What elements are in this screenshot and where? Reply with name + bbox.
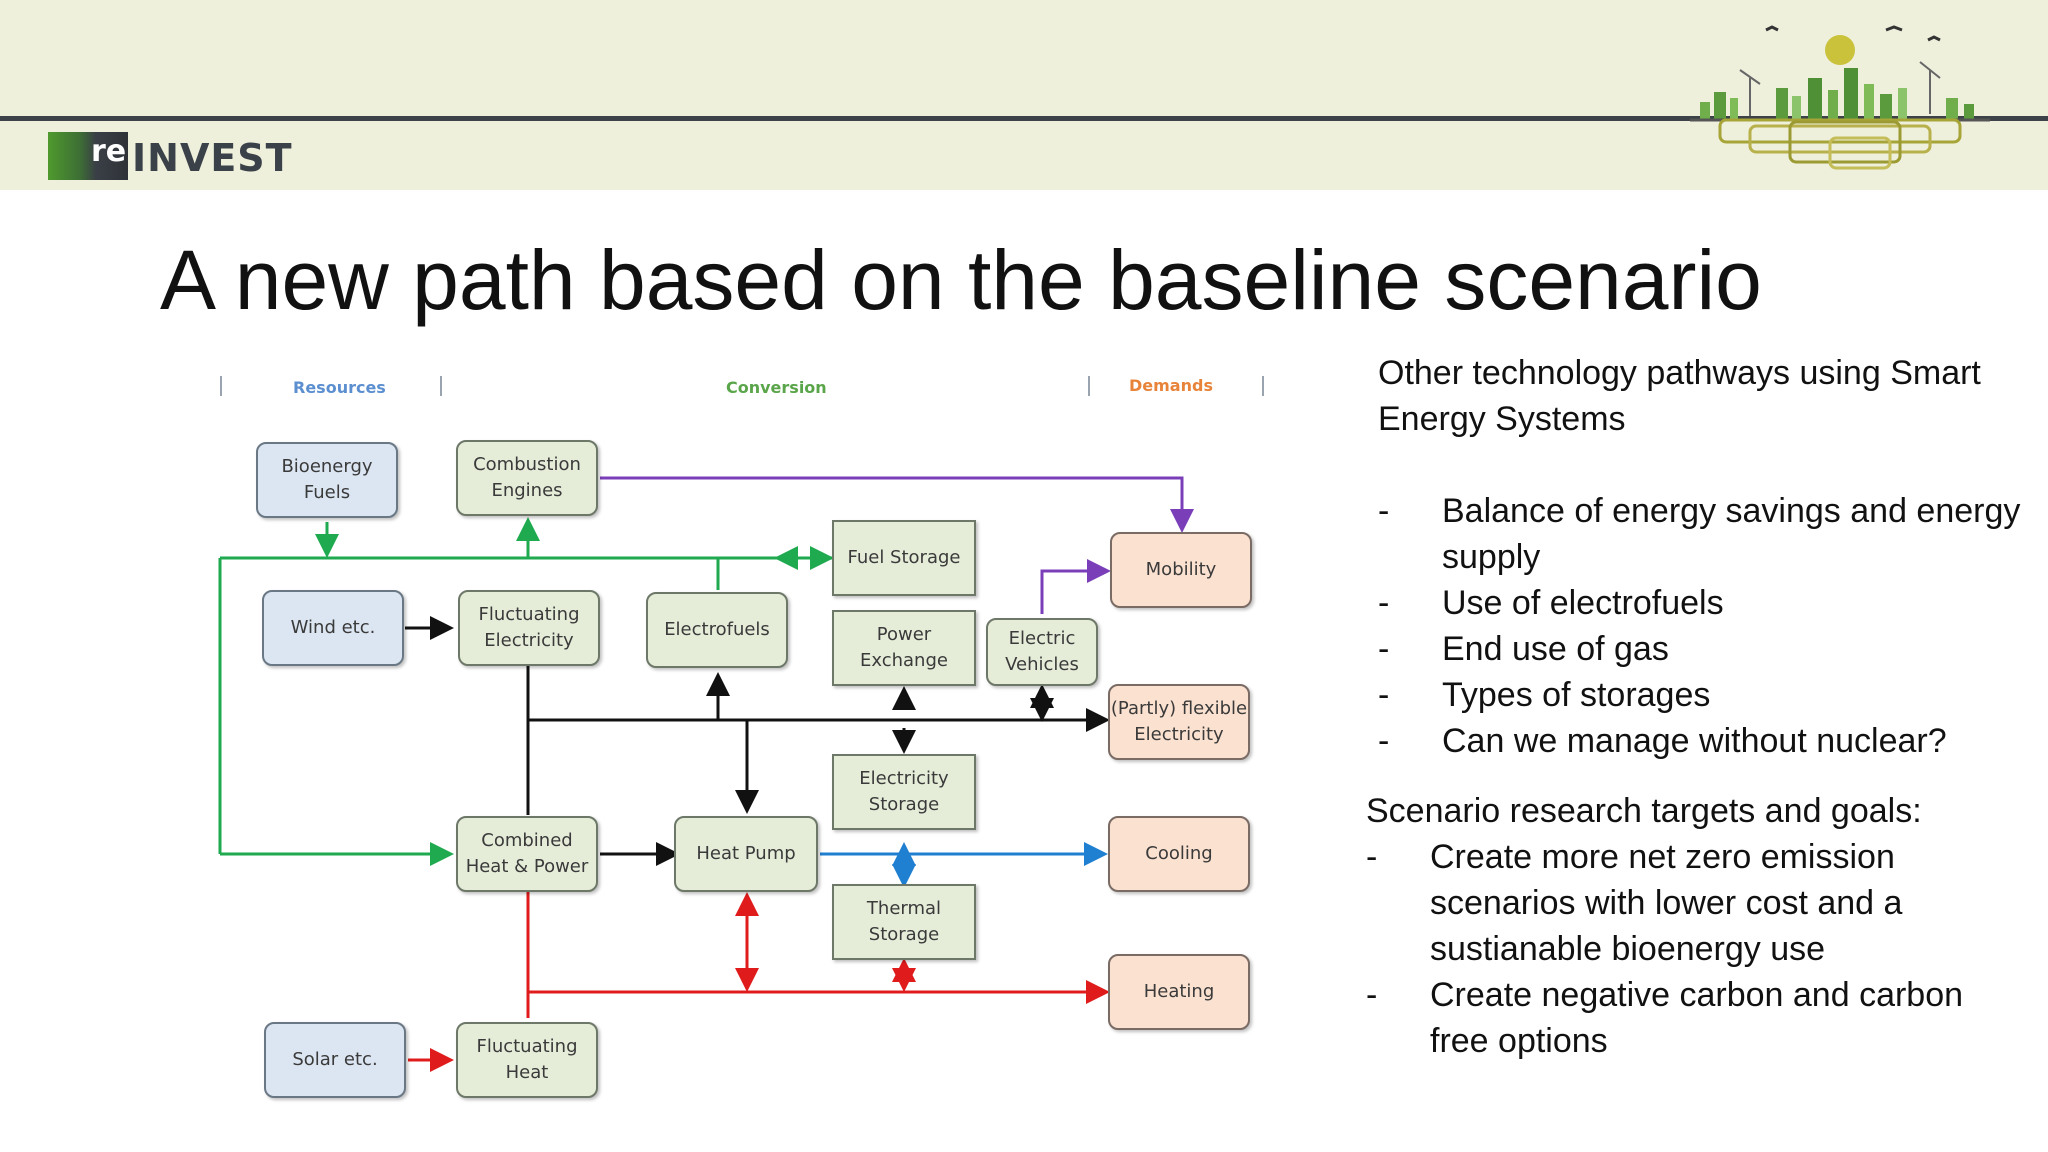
- list-dash: -: [1378, 722, 1390, 760]
- page-title: A new path based on the baseline scenari…: [160, 233, 1762, 327]
- list-dash: -: [1378, 630, 1390, 668]
- node-fluctuating-electricity: Fluctuating Electricity: [458, 590, 600, 666]
- node-heat-pump: Heat Pump: [674, 816, 818, 892]
- node-power-exchange: Power Exchange: [832, 610, 976, 686]
- list-item-text: End use of gas: [1442, 630, 1669, 668]
- list-item-text: Types of storages: [1442, 676, 1711, 714]
- list-item-text: Use of electrofuels: [1442, 584, 1724, 622]
- list-item: - Use of electrofuels: [1378, 580, 2046, 626]
- node-solar: Solar etc.: [264, 1022, 406, 1098]
- column-divider: [1262, 376, 1264, 396]
- energy-system-diagram: Resources Conversion Demands Bioenergy F…: [200, 360, 1300, 1120]
- node-bioenergy-fuels: Bioenergy Fuels: [256, 442, 398, 518]
- list-dash: -: [1378, 584, 1390, 622]
- column-divider: [220, 376, 222, 396]
- intro-text: Other technology pathways using Smart En…: [1378, 354, 1981, 438]
- header-rule: [0, 116, 2048, 121]
- node-fluctuating-heat: Fluctuating Heat: [456, 1022, 598, 1098]
- list-item-text: Can we manage without nuclear?: [1442, 722, 1947, 760]
- logo-mark-text: re: [91, 134, 127, 169]
- node-fuel-storage: Fuel Storage: [832, 520, 976, 596]
- side-panel: Other technology pathways using Smart En…: [1366, 350, 2046, 1064]
- list-item: - Create negative carbon and carbon free…: [1366, 972, 1990, 1064]
- list-item: - End use of gas: [1378, 626, 2046, 672]
- column-divider: [1088, 376, 1090, 396]
- node-heating: Heating: [1108, 954, 1250, 1030]
- list-dash: -: [1378, 676, 1390, 714]
- node-combustion-engines: Combustion Engines: [456, 440, 598, 516]
- list-item-text: Create negative carbon and carbon free o…: [1430, 976, 1964, 1060]
- city-skyline-icon: [1690, 25, 1990, 170]
- list-dash: -: [1378, 492, 1390, 530]
- logo-text: INVEST: [132, 136, 293, 180]
- section-heading: Scenario research targets and goals:: [1366, 792, 1922, 830]
- reinvest-logo-icon: re: [48, 132, 128, 180]
- list-item: - Create more net zero emission scenario…: [1366, 834, 1990, 972]
- node-combined-heat-power: Combined Heat & Power: [456, 816, 598, 892]
- column-label-demands: Demands: [1129, 376, 1213, 395]
- node-mobility: Mobility: [1110, 532, 1252, 608]
- pathway-list: - Balance of energy savings and energy s…: [1378, 488, 2046, 764]
- list-item: - Types of storages: [1378, 672, 2046, 718]
- node-flexible-electricity: (Partly) flexible Electricity: [1108, 684, 1250, 760]
- column-label-resources: Resources: [293, 378, 386, 397]
- goals-list: - Create more net zero emission scenario…: [1366, 834, 2046, 1064]
- list-item: - Balance of energy savings and energy s…: [1378, 488, 2046, 580]
- column-label-conversion: Conversion: [726, 378, 827, 397]
- list-item-text: Balance of energy savings and energy sup…: [1442, 492, 2021, 576]
- list-item: - Can we manage without nuclear?: [1378, 718, 2046, 764]
- node-cooling: Cooling: [1108, 816, 1250, 892]
- list-item-text: Create more net zero emission scenarios …: [1430, 838, 1903, 968]
- node-electric-vehicles: Electric Vehicles: [986, 618, 1098, 686]
- node-electrofuels: Electrofuels: [646, 592, 788, 668]
- header-band: [0, 0, 2048, 190]
- node-thermal-storage: Thermal Storage: [832, 884, 976, 960]
- diagram-connectors: [218, 476, 1194, 1072]
- list-dash: -: [1366, 976, 1378, 1014]
- node-electricity-storage: Electricity Storage: [832, 754, 976, 830]
- column-divider: [440, 376, 442, 396]
- list-dash: -: [1366, 838, 1378, 876]
- node-wind: Wind etc.: [262, 590, 404, 666]
